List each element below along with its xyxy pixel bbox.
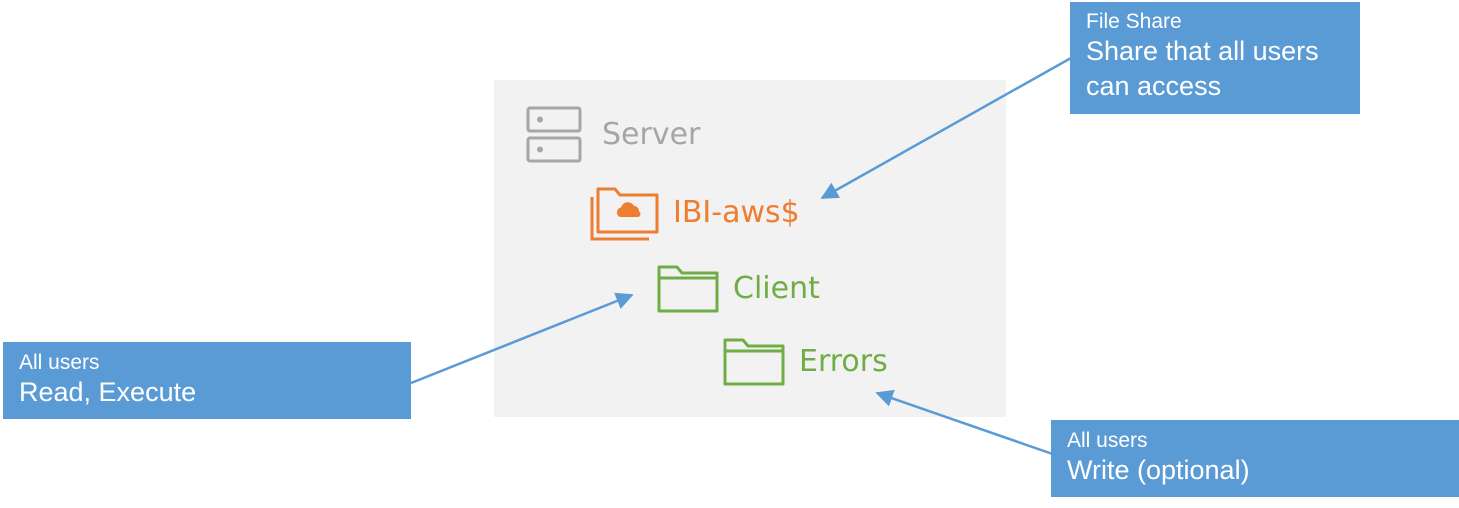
errors-label: Errors	[799, 344, 888, 379]
share-node: IBI-aws$	[589, 183, 800, 243]
read-callout-title: All users	[19, 351, 100, 374]
server-label: Server	[602, 117, 701, 152]
read-arrow	[410, 292, 634, 385]
file-share-callout-title: File Share	[1086, 10, 1182, 33]
server-node: Server	[526, 106, 700, 164]
share-label: IBI-aws$	[673, 195, 800, 230]
share-arrow	[820, 56, 1072, 200]
write-permission-callout: All users Write (optional)	[1051, 420, 1459, 497]
server-icon	[526, 106, 582, 163]
errors-folder-node: Errors	[723, 338, 888, 386]
folder-icon	[723, 338, 785, 386]
write-callout-title: All users	[1067, 429, 1148, 452]
client-label: Client	[733, 271, 820, 306]
server-panel	[494, 80, 1006, 417]
file-share-callout-text: Share that all users can access	[1086, 36, 1319, 102]
write-callout-text: Write (optional)	[1067, 455, 1250, 486]
file-share-callout: File Share Share that all users can acce…	[1070, 2, 1360, 114]
shared-folder-cloud-icon	[590, 187, 659, 241]
client-folder-node: Client	[657, 265, 820, 313]
write-arrow	[875, 389, 1068, 461]
read-callout-text: Read, Execute	[19, 377, 197, 408]
read-permission-callout: All users Read, Execute	[3, 342, 411, 419]
folder-icon	[657, 265, 719, 313]
